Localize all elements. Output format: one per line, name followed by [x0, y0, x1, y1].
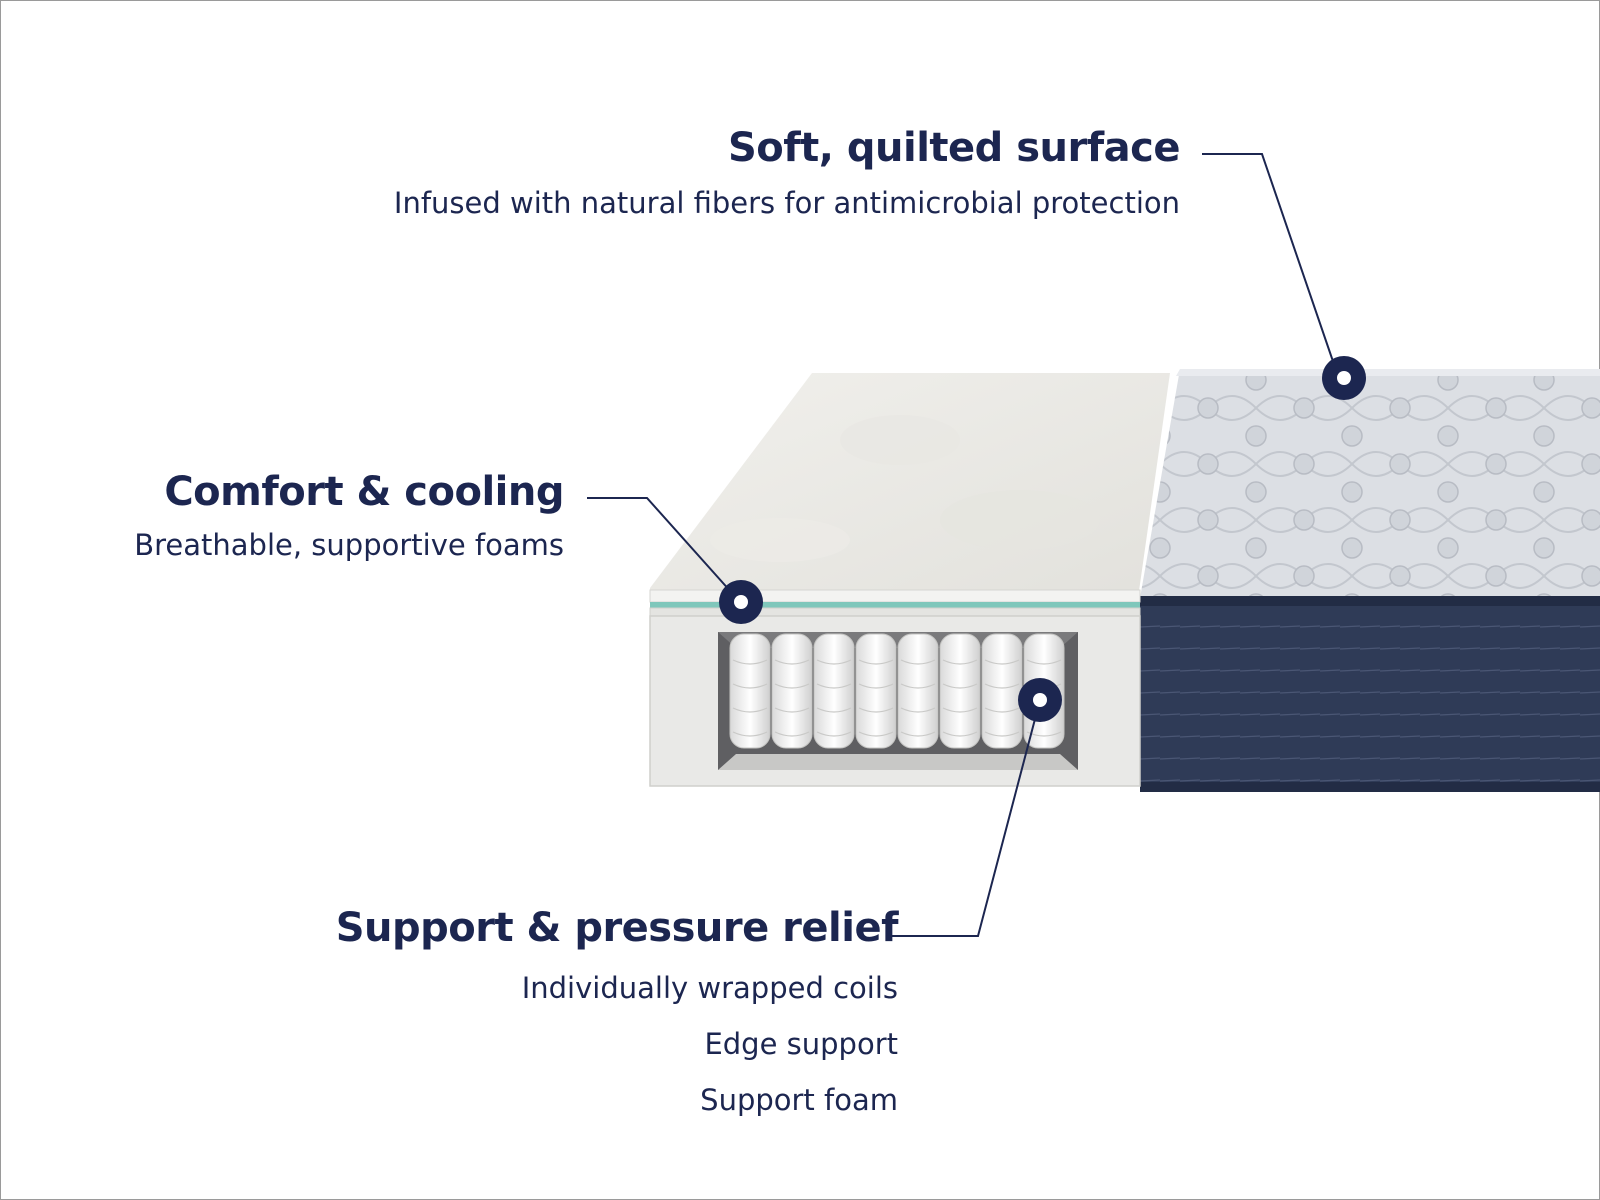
coil-stitch	[942, 707, 978, 713]
coil	[771, 633, 813, 749]
coil-stitch	[858, 731, 894, 737]
coil-stitch	[816, 683, 852, 689]
support-leader-line	[889, 699, 1041, 937]
coil-stitch	[816, 659, 852, 665]
coil	[855, 633, 897, 749]
hotspot-comfort[interactable]	[719, 580, 763, 624]
coil-stitch	[858, 659, 894, 665]
coil-stitch	[774, 731, 810, 737]
coil	[813, 633, 855, 749]
coil-stitch	[732, 707, 768, 713]
coil-stitch	[900, 707, 936, 713]
coil-stitch	[942, 659, 978, 665]
coil	[729, 633, 771, 749]
callout-support-line: Support foam	[700, 1083, 898, 1117]
hotspot-surface[interactable]	[1322, 356, 1366, 400]
coil-stitch	[900, 659, 936, 665]
coil-stitch	[942, 683, 978, 689]
coil-stitch	[774, 707, 810, 713]
callout-support-line: Edge support	[704, 1027, 898, 1061]
leader-lines	[587, 153, 1339, 937]
coil-stitch	[732, 659, 768, 665]
coil-stitch	[858, 707, 894, 713]
callout-comfort: Comfort & cooling Breathable, supportive…	[134, 470, 564, 562]
callout-surface-title: Soft, quilted surface	[727, 125, 1181, 171]
callout-surface-subtitle: Infused with natural fibers for antimicr…	[393, 186, 1180, 220]
callout-surface: Soft, quilted surface Infused with natur…	[393, 125, 1181, 220]
callout-comfort-subtitle: Breathable, supportive foams	[134, 528, 564, 562]
coil	[897, 633, 939, 749]
surface-leader-line	[1202, 153, 1339, 377]
coil-stitch	[984, 659, 1020, 665]
wrapped-coils	[729, 633, 1065, 749]
quilted-cover-top	[1140, 369, 1600, 598]
coil-stitch	[816, 731, 852, 737]
callout-support: Support & pressure relief Individually w…	[335, 905, 899, 1124]
comfort-leader-line	[587, 497, 741, 603]
coil-stitch	[900, 683, 936, 689]
callout-comfort-title: Comfort & cooling	[164, 469, 564, 515]
callout-support-line: Individually wrapped coils	[521, 971, 898, 1005]
comfort-foam-layers	[649, 589, 1141, 617]
coil-stitch	[816, 707, 852, 713]
coil	[981, 633, 1023, 749]
callout-support-title: Support & pressure relief	[335, 905, 899, 951]
coil-stitch	[732, 683, 768, 689]
coil-stitch	[984, 707, 1020, 713]
coil-stitch	[732, 731, 768, 737]
coil-stitch	[942, 731, 978, 737]
coil-stitch	[900, 731, 936, 737]
coil-stitch	[858, 683, 894, 689]
comfort-foam-top	[650, 373, 1170, 598]
hotspot-support[interactable]	[1018, 678, 1062, 722]
coil-stitch	[1026, 659, 1062, 665]
coil-stitch	[1026, 731, 1062, 737]
cover-side-panel	[1140, 596, 1600, 792]
coil-stitch	[774, 659, 810, 665]
coil	[939, 633, 981, 749]
coil-stitch	[984, 731, 1020, 737]
coil-stitch	[774, 683, 810, 689]
coil-stitch	[984, 683, 1020, 689]
